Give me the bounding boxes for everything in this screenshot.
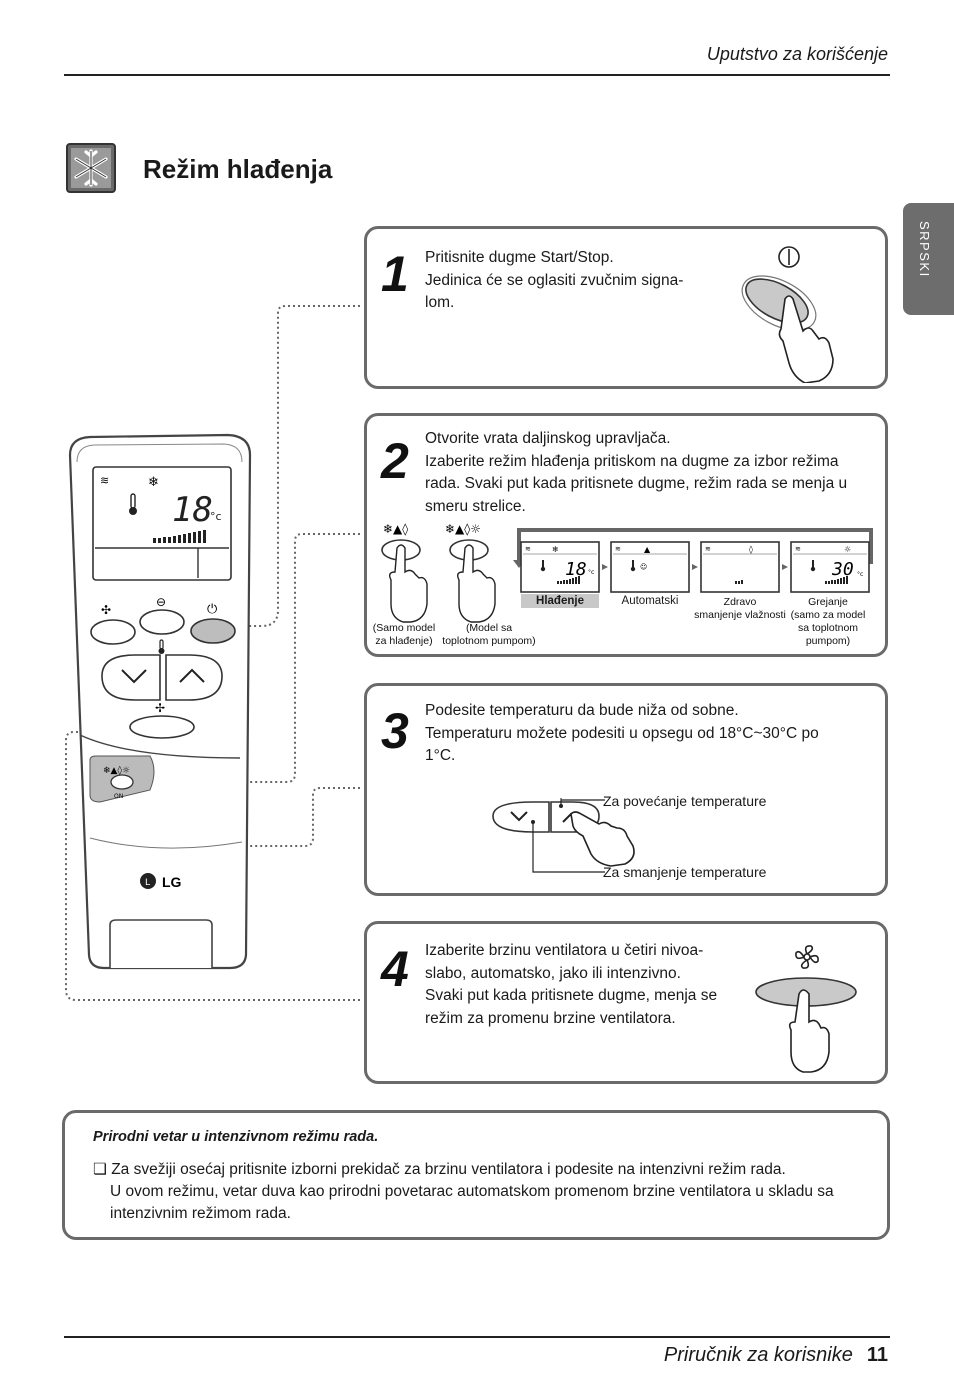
step-number: 2: [381, 433, 409, 489]
section-title: Režim hlađenja: [143, 154, 333, 184]
svg-text:❄: ❄: [552, 545, 559, 554]
svg-text:▲: ▲: [644, 545, 651, 554]
connector-step2: [145, 533, 360, 783]
callout-increase: Za povećanje temperature: [603, 793, 767, 809]
hand-icon: [570, 811, 635, 867]
remote-brand-logo: LG: [162, 874, 182, 890]
thermometer-icon: [158, 639, 165, 654]
step-2-box: 2 Otvorite vrata daljinskog upravljača.I…: [364, 413, 888, 657]
remote-display-temperature: 18: [172, 490, 213, 530]
header-rule: [64, 74, 890, 76]
connector-step3: [86, 770, 360, 847]
footer-rule: [64, 1336, 890, 1338]
svg-text:❄▲◊☼: ❄▲◊☼: [445, 522, 481, 536]
hand-icon: [788, 989, 830, 1073]
svg-text:✣: ✣: [101, 603, 111, 617]
step-number: 3: [381, 703, 409, 759]
callout-decrease: Za smanjenje temperature: [603, 864, 767, 880]
mode-label-auto: Automatski: [621, 595, 679, 607]
svg-text:◊: ◊: [749, 545, 753, 554]
step-3-text: Podesite temperaturu da bude niža od sob…: [425, 702, 819, 764]
svg-text:☺: ☺: [640, 563, 647, 571]
hand-icon: [778, 295, 834, 383]
mode-cooling-temp: 18: [565, 559, 587, 580]
hand-icon: [456, 544, 496, 623]
temperature-buttons-illustration: [492, 798, 635, 867]
power-icon: ⏻: [207, 602, 217, 617]
page-number: 11: [866, 1344, 888, 1366]
language-tab-label: SRPSKI: [917, 221, 932, 278]
step-4-text: Izaberite brzinu ventilatora u četiri ni…: [425, 942, 718, 1027]
step-number: 1: [381, 246, 409, 302]
connector-step4: [65, 731, 360, 1001]
note-text: ❏ Za svežiji osećaj pritisnite izborni p…: [93, 1161, 834, 1222]
mode-heating-temp: 30: [831, 559, 854, 580]
mode-cooling-unit: °c: [588, 569, 594, 576]
snowflake-icon: [66, 143, 116, 193]
checkbox-bullet-icon: ❏: [93, 1161, 107, 1178]
mode-heating-unit: °c: [857, 571, 863, 578]
svg-text:❄: ❄: [148, 475, 159, 490]
fan-button-illustration: [755, 945, 857, 1073]
fan-icon: ✢: [155, 701, 165, 715]
mode-sequence-diagram: ≋ ❄ 18 °c ≋ ▲ ☺ ≋ ◊ ≋ ☼ 30 °c: [513, 528, 873, 593]
svg-text:❄▲◊☼: ❄▲◊☼: [103, 765, 130, 776]
footer: Priručnik za korisnike 11: [664, 1344, 888, 1367]
note-title: Prirodni vetar u intenzivnom režimu rada…: [93, 1129, 379, 1145]
start-stop-illustration: [741, 246, 834, 383]
svg-text:❄▲◊: ❄▲◊: [383, 522, 408, 536]
svg-text:≋: ≋: [525, 545, 531, 553]
svg-text:≋: ≋: [100, 474, 109, 487]
note-box: Prirodni vetar u intenzivnom režimu rada…: [62, 1110, 890, 1240]
step-2-text: Otvorite vrata daljinskog upravljača.Iza…: [425, 430, 848, 515]
remote-control: ≋ ❄ 18 °c ✣ ⊖ ⏻ ✢ ❄▲◊☼ ON L LG: [68, 433, 252, 970]
fan-speed-bars: [153, 530, 206, 543]
remote-switch-label: ON: [114, 793, 123, 800]
thermometer-icon: [129, 493, 137, 515]
svg-text:≋: ≋: [795, 545, 801, 553]
callout-lines: [532, 799, 605, 873]
step-1-box: 1 Pritisnite dugme Start/Stop.Jedinica ć…: [364, 226, 888, 389]
step-number: 4: [381, 941, 409, 997]
mode-label-cooling: Hlađenje: [521, 594, 599, 608]
step-4-box: 4 Izaberite brzinu ventilatora u četiri …: [364, 921, 888, 1084]
svg-text:≋: ≋: [615, 545, 621, 553]
step-1-text: Pritisnite dugme Start/Stop.Jedinica će …: [425, 249, 684, 311]
footer-title: Priručnik za korisnike: [663, 1344, 853, 1366]
language-tab: SRPSKI: [903, 203, 954, 315]
running-title: Uputstvo za korišćenje: [706, 44, 888, 64]
step-3-box: 3 Podesite temperaturu da bude niža od s…: [364, 683, 888, 896]
remote-display-unit: °c: [210, 510, 222, 523]
power-icon: [778, 246, 800, 268]
svg-text:L: L: [145, 878, 150, 888]
hand-icon: [388, 544, 428, 623]
svg-text:☼: ☼: [844, 545, 851, 554]
svg-text:⊖: ⊖: [156, 595, 166, 609]
svg-text:≋: ≋: [705, 545, 711, 553]
mode-buttons-illustration: ❄▲◊ ❄▲◊☼: [381, 522, 496, 623]
fan-icon: [795, 945, 819, 969]
